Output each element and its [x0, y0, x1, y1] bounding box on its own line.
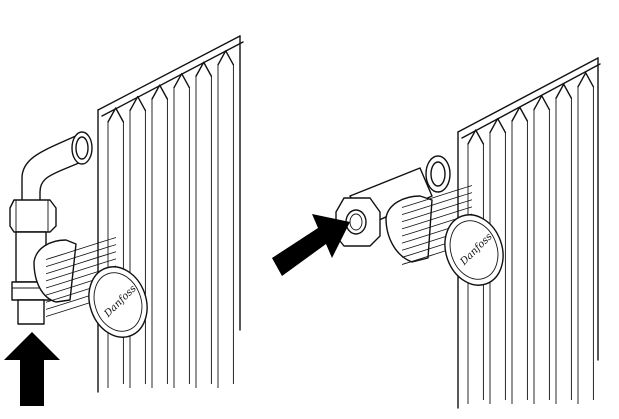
thermostatic-head-right: Danfoss: [385, 185, 504, 286]
radiator-right: [457, 57, 601, 409]
panel-left-angled-valve: Danfoss: [4, 35, 244, 406]
head-rib: [45, 244, 117, 268]
flow-arrow-up-icon: [4, 332, 60, 406]
radiator-fin: [577, 72, 595, 88]
head-rib: [401, 199, 473, 223]
radiator-fin: [195, 61, 213, 77]
head-rib: [45, 251, 117, 275]
panel-right-straight-valve: Danfoss: [272, 57, 601, 409]
head-rib: [401, 185, 473, 208]
head-rib: [45, 237, 117, 260]
radiator-fin: [467, 129, 485, 145]
radiator-left: [97, 35, 244, 393]
radiator-fins-left: [107, 50, 235, 388]
head-rib: [401, 192, 473, 216]
straight-valve-body: [335, 155, 451, 247]
head-rib: [401, 206, 473, 230]
radiator-fin: [533, 94, 551, 111]
radiator-fin: [555, 83, 573, 99]
head-rib: [45, 258, 117, 282]
radiator-fin: [129, 95, 147, 112]
radiator-fin: [173, 72, 191, 89]
radiator-fin: [489, 117, 507, 134]
radiator-fin: [107, 107, 125, 123]
radiator-fins-right: [467, 72, 595, 404]
radiator-fin: [511, 106, 529, 122]
thermostatic-head-left: Danfoss: [33, 237, 148, 338]
angled-pipe-elbow: [9, 131, 93, 325]
radiator-fin: [217, 50, 235, 66]
flow-arrow-diagonal-icon: [272, 214, 350, 276]
radiator-fin: [151, 84, 169, 100]
